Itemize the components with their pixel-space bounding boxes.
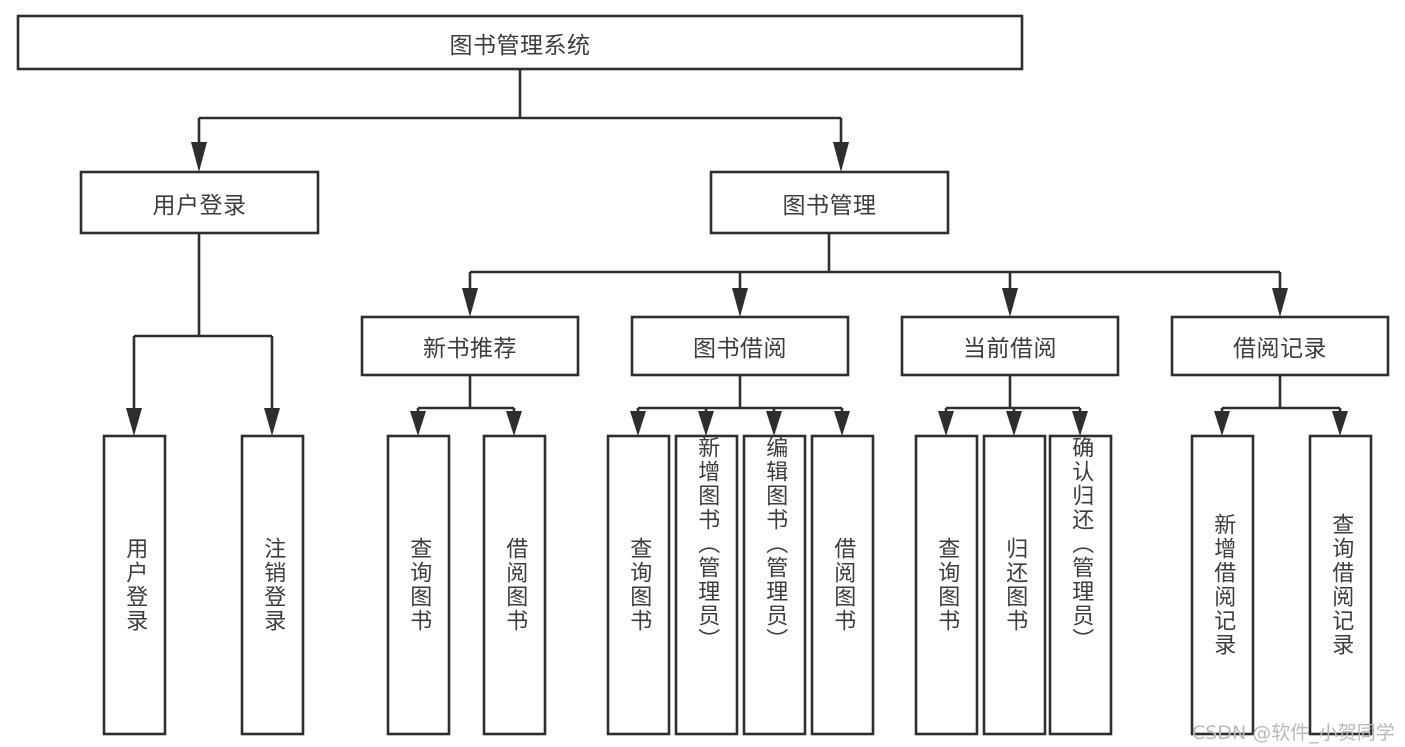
node-label-leaf-query-book-current: 查询图书 [916,436,977,734]
arrow-head-leaf-borrow-book [834,411,850,436]
node-label-leaf-user-login-text: 用户登录 [122,537,148,633]
node-label-leaf-query-book-borrow: 查询图书 [608,436,669,734]
node-label-borrow-records: 借阅记录 [1172,317,1388,375]
node-label-book-borrow: 图书借阅 [632,317,848,375]
node-box-leaf-query-borrow-record[interactable] [1308,434,1373,736]
node-box-leaf-confirm-return-admin[interactable] [1048,434,1113,736]
node-label-current-borrow-text: 当前借阅 [963,336,1057,362]
node-label-leaf-confirm-return-admin: 确认归还（管理员） [1050,436,1111,734]
node-label-leaf-edit-book-admin-text: 编辑图书（管理员） [762,436,788,652]
node-label-leaf-add-borrow-record-text: 新增借阅记录 [1210,513,1236,657]
node-label-leaf-query-borrow-record: 查询借阅记录 [1310,436,1371,734]
arrow-head-leaf-borrow-book-recommend [506,411,522,436]
arrow-head-leaf-add-borrow-record [1214,411,1230,436]
node-label-leaf-add-book-admin: 新增图书（管理员） [676,436,737,734]
arrow-head-leaf-logout [264,408,280,436]
node-label-user-login-text: 用户登录 [152,192,247,219]
node-box-leaf-user-login[interactable] [102,434,167,736]
connector-user-login-to-leaves [126,233,280,436]
arrow-head-user-login [191,142,207,172]
node-label-leaf-query-book-borrow-text: 查询图书 [626,537,652,633]
arrow-head-leaf-return-book [1006,411,1022,436]
node-box-leaf-query-book-recommend[interactable] [386,434,451,736]
connector-root-to-level2 [191,69,849,172]
node-box-leaf-edit-book-admin[interactable] [742,434,807,736]
node-box-leaf-borrow-book-recommend[interactable] [482,434,547,736]
arrow-head-new-book-recommend [462,288,478,317]
node-box-leaf-query-book-current[interactable] [914,434,979,736]
arrow-head-current-borrow [1002,288,1018,317]
node-label-current-borrow: 当前借阅 [902,317,1118,375]
node-box-current-borrow[interactable] [900,315,1120,377]
csdn-watermark: CSDN @软件_小贺同学 [1192,722,1395,744]
node-label-leaf-confirm-return-admin-text: 确认归还（管理员） [1068,436,1094,652]
node-box-leaf-query-book-borrow[interactable] [606,434,671,736]
connector-book-management-to-level3 [462,233,1288,317]
node-box-root[interactable] [16,14,1024,71]
node-box-leaf-return-book[interactable] [982,434,1047,736]
node-label-leaf-add-borrow-record: 新增借阅记录 [1192,436,1253,734]
node-label-leaf-edit-book-admin: 编辑图书（管理员） [744,436,805,734]
node-label-leaf-borrow-book-text: 借阅图书 [830,537,856,633]
arrow-head-leaf-confirm-return-admin [1072,411,1088,436]
node-label-leaf-query-book-current-text: 查询图书 [934,537,960,633]
arrow-head-leaf-add-book-admin [698,411,714,436]
node-label-leaf-query-borrow-record-text: 查询借阅记录 [1328,513,1354,657]
node-label-root: 图书管理系统 [18,16,1022,69]
node-label-leaf-logout: 注销登录 [242,436,303,734]
node-label-leaf-user-login: 用户登录 [104,436,165,734]
node-label-user-login: 用户登录 [81,172,318,233]
node-label-leaf-query-book-recommend-text: 查询图书 [406,537,432,633]
node-label-root-text: 图书管理系统 [449,32,591,59]
node-box-new-book-recommend[interactable] [360,315,580,377]
node-label-leaf-return-book: 归还图书 [984,436,1045,734]
arrow-head-leaf-query-book-current [938,411,954,436]
node-label-leaf-borrow-book: 借阅图书 [812,436,873,734]
node-label-borrow-records-text: 借阅记录 [1233,336,1327,362]
node-boxes [16,14,1390,736]
node-box-leaf-logout[interactable] [240,434,305,736]
arrow-head-borrow-records [1272,288,1288,317]
arrow-head-leaf-user-login [126,408,142,436]
node-box-user-login[interactable] [79,170,320,235]
node-label-leaf-query-book-recommend: 查询图书 [388,436,449,734]
node-label-leaf-return-book-text: 归还图书 [1002,537,1028,633]
node-box-leaf-add-borrow-record[interactable] [1190,434,1255,736]
node-label-book-management-text: 图书管理 [782,192,877,219]
arrow-head-leaf-query-borrow-record [1332,411,1348,436]
arrow-head-book-management [833,142,849,172]
node-label-book-borrow-text: 图书借阅 [693,336,787,362]
node-label-leaf-add-book-admin-text: 新增图书（管理员） [694,436,720,652]
connector-current-borrow-to-leaves [938,375,1088,436]
node-box-leaf-borrow-book[interactable] [810,434,875,736]
node-box-leaf-add-book-admin[interactable] [674,434,739,736]
node-label-new-book-recommend: 新书推荐 [362,317,578,375]
arrow-head-book-borrow [732,288,748,317]
node-label-leaf-borrow-book-recommend-text: 借阅图书 [502,537,528,633]
node-label-leaf-logout-text: 注销登录 [260,537,286,633]
node-label-new-book-recommend-text: 新书推荐 [423,336,517,362]
connector-borrow-records-to-leaves [1214,375,1348,436]
connector-book-borrow-to-leaves [630,375,850,436]
arrow-head-leaf-edit-book-admin [766,411,782,436]
node-label-book-management: 图书管理 [711,172,948,233]
connector-new-book-recommend-to-leaves [410,375,522,436]
arrow-head-leaf-query-book-recommend [410,411,426,436]
node-label-leaf-borrow-book-recommend: 借阅图书 [484,436,545,734]
arrow-head-leaf-query-book-borrow [630,411,646,436]
